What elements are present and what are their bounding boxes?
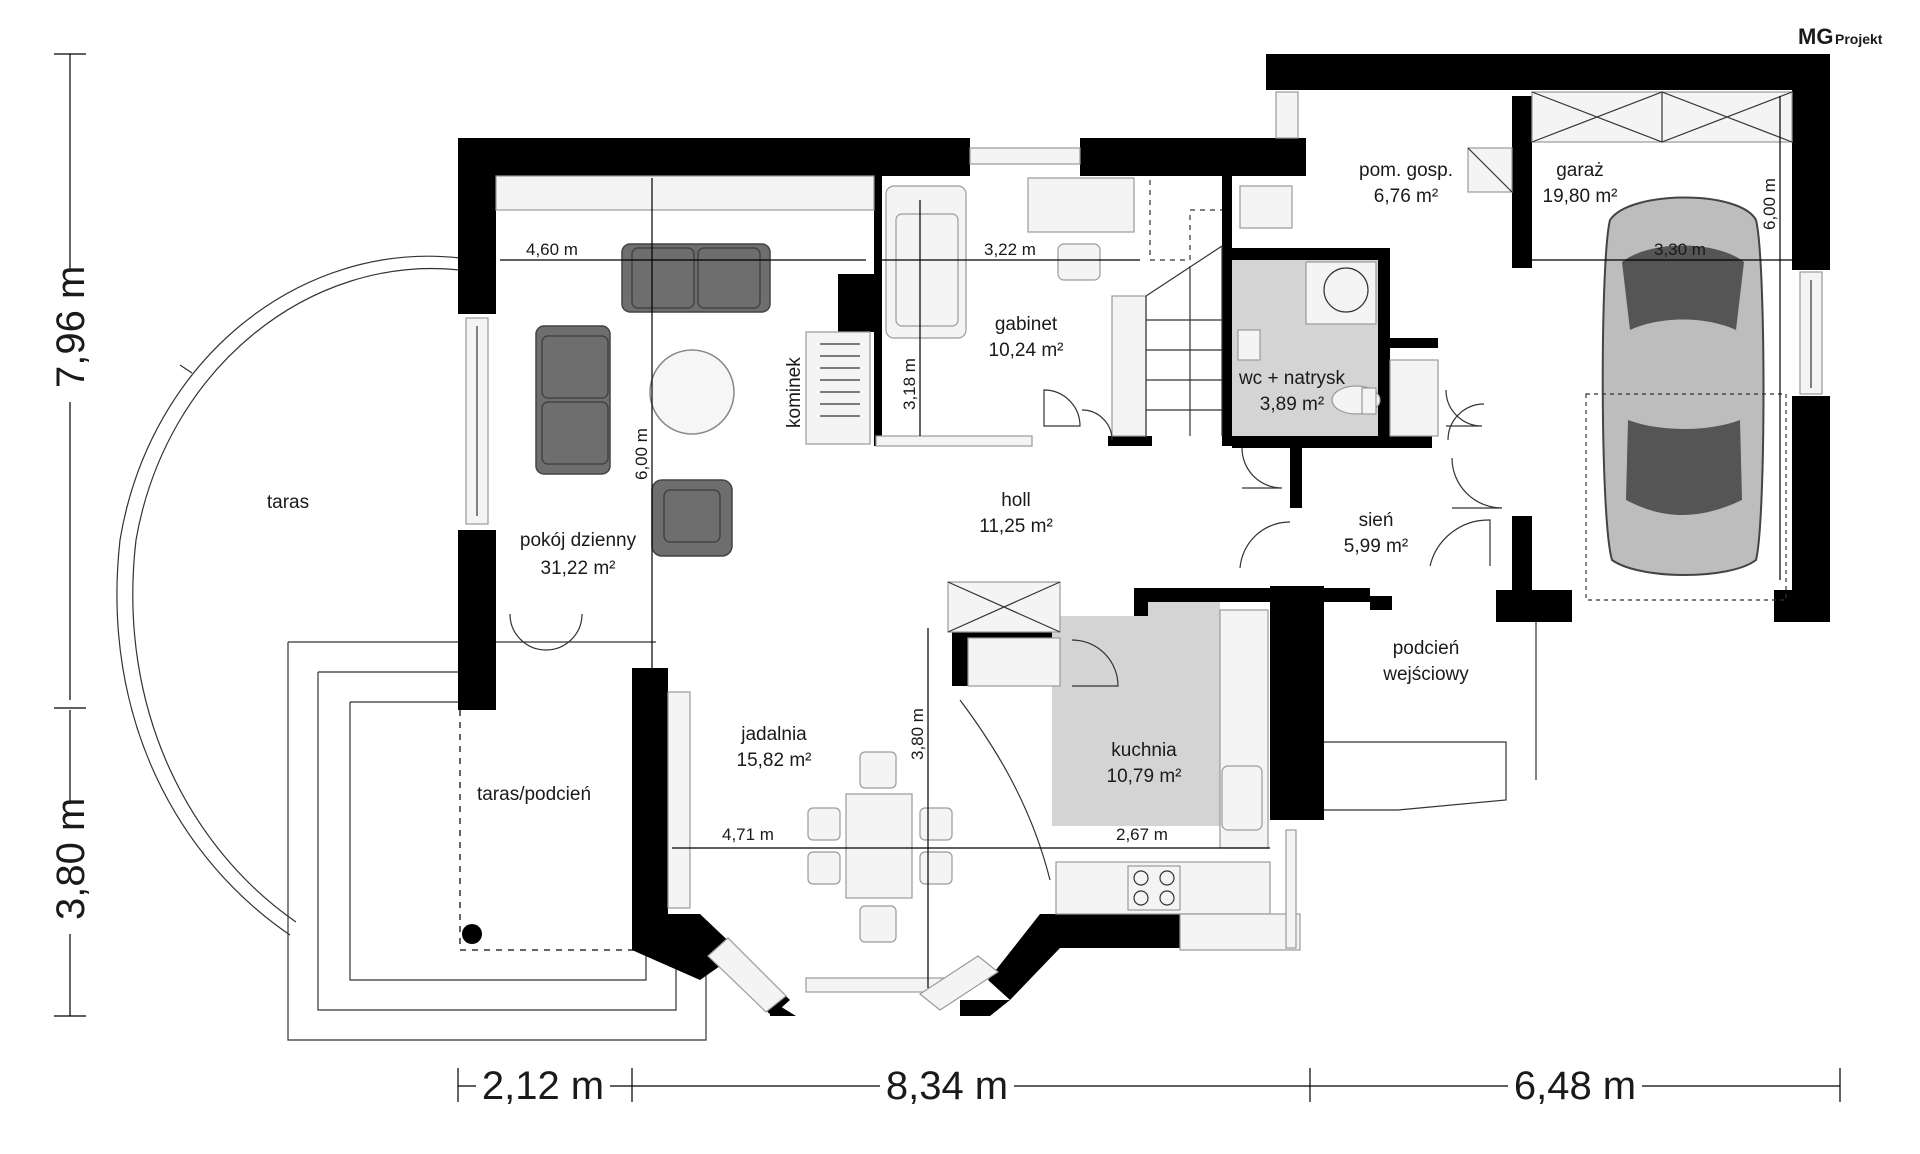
logo: MG Projekt bbox=[1798, 24, 1883, 49]
dim-garage-width: 3,30 m bbox=[1654, 240, 1706, 259]
dimension-labels: 4,60 m 3,22 m 3,30 m 6,00 m 6,00 m 3,18 … bbox=[48, 178, 1779, 1108]
room-pokoj-area: 31,22 m² bbox=[541, 558, 616, 579]
windows bbox=[465, 91, 1823, 1013]
terrace-outline bbox=[116, 255, 707, 1041]
dimension-lines bbox=[54, 53, 1841, 1102]
dim-dining-width: 4,71 m bbox=[722, 825, 774, 844]
room-taras-name: taras bbox=[267, 492, 309, 513]
room-kuchnia-name: kuchnia bbox=[1111, 740, 1177, 761]
room-podcien-name: podcień bbox=[1393, 638, 1460, 659]
logo-sub: Projekt bbox=[1835, 31, 1883, 47]
room-holl-area: 11,25 m² bbox=[979, 516, 1053, 537]
dim-living-width: 4,60 m bbox=[526, 240, 578, 259]
study-chair bbox=[1057, 243, 1101, 281]
dim-outer-left-top: 7,96 m bbox=[49, 266, 93, 388]
room-pokoj-name: pokój dzienny bbox=[520, 530, 637, 551]
boiler bbox=[1239, 185, 1293, 229]
room-sien-name: sień bbox=[1359, 510, 1394, 531]
dim-study-depth: 3,18 m bbox=[900, 358, 919, 410]
room-pomgosp-area: 6,76 m² bbox=[1374, 186, 1438, 207]
room-jadalnia-name: jadalnia bbox=[740, 724, 807, 745]
furniture bbox=[509, 91, 1793, 951]
room-holl-name: holl bbox=[1001, 490, 1031, 511]
dim-outer-bottom-2: 8,34 m bbox=[886, 1064, 1008, 1108]
sofa-top bbox=[621, 243, 771, 313]
dim-outer-left-bottom: 3,80 m bbox=[49, 798, 93, 920]
room-garaz-name: garaż bbox=[1556, 160, 1604, 181]
room-wc-name: wc + natrysk bbox=[1238, 368, 1346, 389]
room-gabinet-area: 10,24 m² bbox=[989, 340, 1064, 361]
dim-garage-depth: 6,00 m bbox=[1760, 178, 1779, 230]
shower-tray bbox=[1305, 261, 1377, 325]
wc-basin bbox=[1237, 329, 1261, 361]
room-wc-area: 3,89 m² bbox=[1260, 394, 1324, 415]
dim-living-depth: 6,00 m bbox=[632, 428, 651, 480]
dim-kitchen-width: 2,67 m bbox=[1116, 825, 1168, 844]
staircase bbox=[1111, 180, 1223, 437]
room-labels: taras pokój dzienny 31,22 m² gabinet 10,… bbox=[267, 160, 1618, 805]
room-kuchnia-area: 10,79 m² bbox=[1107, 766, 1182, 787]
cooktop bbox=[1127, 865, 1181, 911]
coffee-table bbox=[649, 349, 735, 435]
room-pomgosp-name: pom. gosp. bbox=[1359, 160, 1453, 181]
logo-main: MG bbox=[1798, 24, 1833, 49]
room-garaz-area: 19,80 m² bbox=[1543, 186, 1618, 207]
dim-outer-bottom-1: 2,12 m bbox=[482, 1064, 604, 1108]
dining-table bbox=[807, 751, 953, 943]
room-jadalnia-area: 15,82 m² bbox=[737, 750, 812, 771]
room-tarasp-name: taras/podcień bbox=[477, 784, 591, 805]
room-podcien-name2: wejściowy bbox=[1382, 664, 1469, 685]
dim-outer-bottom-3: 6,48 m bbox=[1514, 1064, 1636, 1108]
car bbox=[1585, 196, 1787, 601]
room-gabinet-name: gabinet bbox=[995, 314, 1058, 335]
tiled-floors bbox=[1052, 260, 1378, 826]
dim-dining-depth: 3,80 m bbox=[908, 708, 927, 760]
sofa-left bbox=[535, 325, 611, 475]
dim-study-width: 3,22 m bbox=[984, 240, 1036, 259]
room-kominek-name: kominek bbox=[784, 357, 805, 428]
fireplace bbox=[805, 331, 871, 445]
study-desk bbox=[1027, 177, 1135, 233]
armchair bbox=[651, 479, 733, 557]
room-sien-area: 5,99 m² bbox=[1344, 536, 1408, 557]
kitchen-sink bbox=[1221, 765, 1263, 831]
